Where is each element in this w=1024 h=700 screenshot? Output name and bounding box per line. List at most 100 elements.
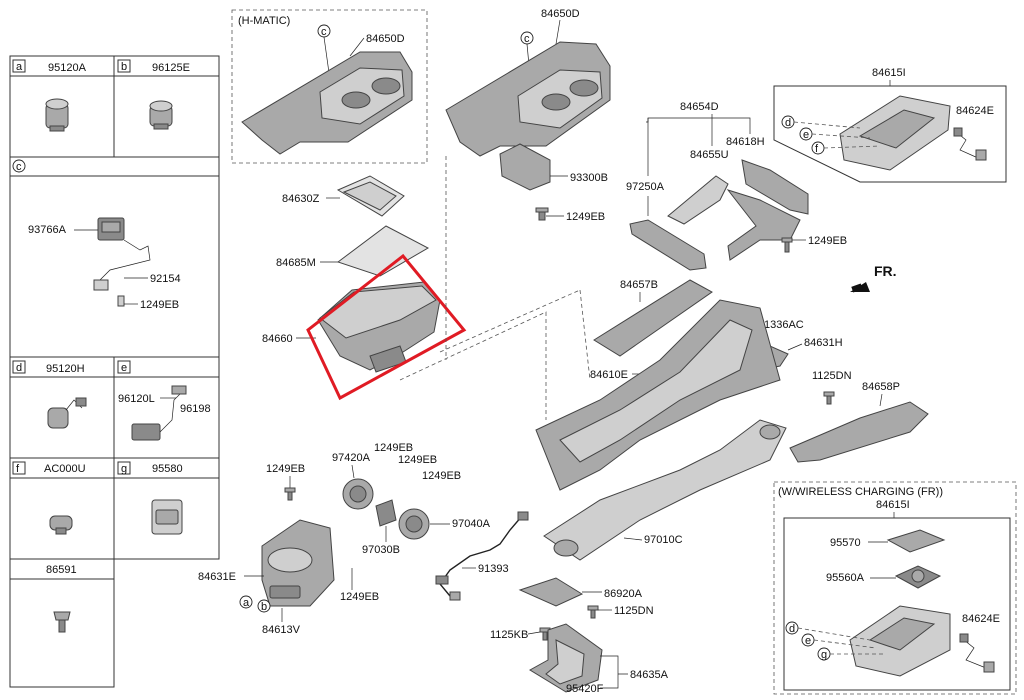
screw-1249EB-c (284, 487, 296, 501)
switch-95120A-icon (45, 98, 69, 132)
circle-a (239, 595, 253, 609)
hmatic-cupholder-panel (241, 51, 413, 155)
screw-1125DN-a (823, 391, 835, 405)
tray-84615I-group: 84615I 84624E d e f (773, 67, 1007, 183)
pad-95570 (886, 529, 946, 553)
console-group: 84657B 1336AC 84631H 84610E 1125DN 84658… (399, 156, 929, 561)
label-97010C: 97010C (644, 534, 683, 546)
label-84660: 84660 (262, 333, 293, 345)
legend-letter-box-e (117, 360, 131, 374)
label-84654D: 84654D (680, 101, 719, 113)
cupholder-84650D-group: 84650D c 93300B 1249EB (445, 8, 611, 223)
legend-letter-a: a (16, 61, 23, 73)
cover-93300B (499, 143, 551, 191)
switch-95580-icon (151, 499, 183, 535)
label-84631E: 84631E (198, 571, 236, 583)
wireless-title: (W/WIRELESS CHARGING (FR)) (778, 486, 943, 498)
legend-grid: a 95120A b 96125E c 93766A 92154 1249EB (9, 55, 220, 688)
circle-a-letter: a (243, 597, 250, 609)
label-84658P: 84658P (862, 381, 900, 393)
legend-part-96198: 96198 (180, 403, 211, 415)
label-86920A: 86920A (604, 588, 643, 600)
label-1125KB: 1125KB (490, 629, 528, 641)
legend-part-g: 95580 (152, 463, 183, 475)
wireless-group: (W/WIRELESS CHARGING (FR)) 84615I 95570 … (773, 481, 1017, 695)
legend-letter-box-b (117, 59, 131, 73)
bracket-84635A (529, 623, 603, 693)
legend-part-96120L: 96120L (118, 393, 155, 405)
label-84685M: 84685M (276, 257, 316, 269)
legend-letter-box-d (12, 360, 26, 374)
tray-84630Z (336, 175, 405, 217)
circle-c-letter: c (524, 33, 530, 45)
screw-86591-icon (53, 611, 71, 633)
wire-84624E-top (953, 127, 987, 161)
legend-part-1249EB-c: 1249EB (140, 299, 179, 311)
usb-96120L-icon (131, 385, 187, 441)
vent-97030B (375, 499, 397, 527)
wl-label-84624E: 84624E (962, 613, 1000, 625)
bracket-86920A (518, 577, 584, 607)
label-1249EB-d: 1249EB (374, 442, 413, 454)
label-1249EB-f: 1249EB (422, 470, 461, 482)
armrest-group: 84630Z 84685M 84660 (262, 175, 467, 401)
trim-84658P (789, 401, 929, 463)
label-84631H: 84631H (804, 337, 843, 349)
label-84630Z: 84630Z (282, 193, 320, 205)
label-95420F: 95420F (566, 683, 604, 695)
armrest-84660 (317, 281, 441, 373)
wl-circle-e-letter: e (805, 635, 811, 647)
wl-label-95570: 95570 (830, 537, 861, 549)
circle-b-letter: b (261, 601, 267, 613)
tray-84615I-lower (849, 605, 951, 677)
legend-letter-box-g (117, 461, 131, 475)
screw-1249EB-b (781, 237, 793, 253)
wiring-91393-group: 91393 (435, 511, 529, 601)
legend-letter-f: f (16, 463, 20, 475)
label-84655U: 84655U (690, 149, 729, 161)
label-84610E: 84610E (590, 369, 628, 381)
legend-part-b: 96125E (152, 62, 190, 74)
trim-97250A (629, 219, 707, 271)
charger-95560A (894, 565, 942, 589)
panel-84657B (593, 279, 713, 357)
label-97250A: 97250A (626, 181, 665, 193)
legend-letter-box-a (12, 59, 26, 73)
legend-part-93766A: 93766A (28, 224, 67, 236)
wl-circle-d-letter: d (789, 623, 795, 635)
clip-AC000U-icon (49, 515, 73, 535)
tr-label-84624E: 84624E (956, 105, 994, 117)
tr-label-84615I: 84615I (872, 67, 906, 79)
legend-part-d: 95120H (46, 363, 85, 375)
label-1125DN-b: 1125DN (614, 605, 654, 617)
wl-circle-g-letter: g (821, 649, 827, 661)
bracket-84618H (741, 159, 809, 215)
label-1249EB-c: 1249EB (266, 463, 305, 475)
console-84610E (535, 299, 781, 491)
label-84613V: 84613V (262, 624, 301, 636)
circle-b (257, 599, 271, 613)
screw-1125DN-b (587, 605, 599, 619)
label-91393: 91393 (478, 563, 509, 575)
screw-1125KB (539, 627, 551, 641)
cupholder-84650D (445, 41, 611, 157)
legend-letter-e: e (121, 362, 127, 374)
brackets-bottom-group: 86920A 1125DN 1125KB 84635A 95420F (490, 577, 669, 695)
label-1249EB-e: 1249EB (398, 454, 437, 466)
wl-label-95560A: 95560A (826, 572, 865, 584)
label-84635A: 84635A (630, 669, 669, 681)
usb-96125E-icon (149, 100, 173, 130)
label-97030B: 97030B (362, 544, 400, 556)
label-93300B: 93300B (570, 172, 608, 184)
wire-84624E-lower (959, 633, 995, 673)
label-1249EB-g: 1249EB (340, 591, 379, 603)
hmatic-title: (H-MATIC) (238, 15, 290, 27)
legend-letter-g: g (121, 463, 127, 475)
tray-84615I-top (839, 95, 951, 171)
legend-letter-d: d (16, 362, 22, 374)
label-fr: FR. (874, 263, 897, 279)
legend-circle-c (12, 159, 26, 173)
switch-95120H-icon (47, 397, 87, 429)
legend-letter-c: c (16, 161, 22, 173)
